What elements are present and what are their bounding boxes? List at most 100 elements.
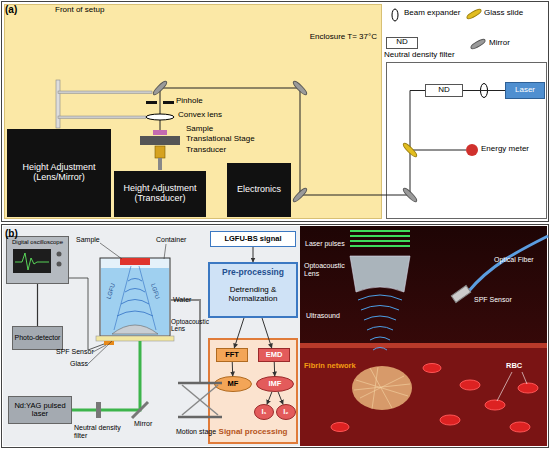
rbc-symbol — [518, 383, 538, 393]
legend-text: Neutral density filter — [384, 51, 455, 60]
laser-pulse — [350, 235, 410, 237]
connector — [278, 392, 283, 404]
label-text: Mirror — [134, 420, 152, 428]
ellipse-node: MF — [214, 376, 252, 392]
node-text: Pre-processing — [210, 268, 296, 277]
ellipse-node: IMF — [256, 376, 294, 392]
label-text: Fibrin network — [304, 362, 356, 370]
node-text: MF — [228, 380, 239, 388]
laser-pulse — [350, 240, 410, 242]
node-text: Electronics — [237, 185, 281, 195]
node-text: Enclosure T= 37°C — [245, 33, 377, 42]
label-text: Ultrasound — [306, 312, 340, 320]
connector — [262, 318, 272, 348]
legend-text: Glass slide — [484, 9, 523, 18]
process-box: FFT — [216, 348, 248, 362]
node-text: Photo-detector — [15, 334, 61, 342]
energy-meter-symbol — [466, 144, 478, 156]
oscilloscope-screen — [13, 249, 51, 273]
laser-beam — [160, 88, 425, 195]
optical-fiber — [468, 236, 548, 292]
mirror-symbol — [132, 402, 148, 418]
node-text: Front of setup — [55, 6, 165, 15]
oscilloscope-box: Digital oscilloscope — [6, 236, 69, 284]
node-text: IMF — [269, 380, 282, 388]
stage-bar — [178, 416, 222, 419]
rbc-symbol — [485, 400, 505, 410]
ellipse-shape — [215, 377, 252, 392]
connector — [253, 247, 254, 262]
illustration-background — [300, 226, 547, 446]
label-text: Sample — [186, 125, 213, 134]
filter-box: ND — [425, 84, 463, 97]
leader-line — [522, 372, 527, 384]
legend-text: Mirror — [489, 39, 510, 48]
water-symbol — [101, 268, 169, 335]
laser-beam — [410, 150, 466, 151]
leader-line — [497, 372, 512, 401]
ellipse-shape — [255, 405, 274, 420]
label-text: SPF Sensor — [56, 348, 94, 356]
label-text: RBC — [506, 362, 522, 370]
blood-vessel — [300, 345, 547, 446]
processing-box: Signal processingFFTEMDMFIMFI₁I₂ — [208, 338, 298, 444]
laser-pulse — [350, 245, 410, 247]
label-text: Optical Fiber — [494, 256, 534, 264]
rbc-symbol — [460, 380, 480, 390]
sample-symbol — [120, 258, 150, 265]
clot-symbol — [352, 366, 412, 410]
label-text: LGFU — [105, 283, 116, 300]
label-text: SPF Sensor — [474, 296, 512, 304]
ultrasound-cone — [114, 266, 131, 330]
rbc-symbol — [440, 415, 460, 425]
laser-box: Laser — [505, 82, 545, 99]
label-text: Glass — [70, 360, 88, 368]
ellipse-shape — [277, 405, 296, 420]
legend-sample — [470, 38, 486, 50]
glass-symbol — [96, 336, 174, 341]
node-text: Detrending & Normalization — [213, 286, 293, 304]
legend-text: Beam expander — [404, 9, 460, 18]
pinhole-symbol — [163, 101, 174, 104]
ultrasound-wave — [358, 295, 402, 350]
ellipse-node: I₂ — [276, 404, 296, 420]
label-text: (b) — [5, 228, 18, 239]
label-text: Transducer — [186, 146, 226, 155]
connector — [232, 362, 233, 376]
rbc-symbol — [510, 422, 530, 432]
laser-box: Nd:YAG pulsed laser — [8, 396, 72, 424]
leader-line — [93, 345, 106, 352]
label-text: Pinhole — [176, 97, 203, 106]
scissor-link — [182, 385, 218, 415]
container-symbol — [100, 258, 170, 336]
adjustment-box: Height Adjustment (Lens/Mirror) — [7, 129, 111, 217]
vessel-wall — [300, 343, 547, 348]
panel-frame — [2, 225, 549, 448]
preprocessing-box: Pre-processingDetrending & Normalization — [208, 262, 298, 318]
sample-symbol — [153, 130, 167, 135]
support-rod — [158, 158, 162, 170]
mirror-symbol — [402, 187, 418, 203]
connector — [37, 284, 38, 326]
optoacoustic-lens-symbol — [112, 325, 158, 334]
fibrin-strand — [354, 367, 410, 409]
leader-line — [164, 244, 166, 259]
filter-symbol — [96, 402, 101, 418]
label-text: Sample — [76, 236, 100, 244]
signal-trace — [15, 253, 49, 270]
legend-sample — [466, 8, 482, 20]
beam-expander-symbol — [481, 84, 488, 98]
mirror-symbol — [292, 80, 308, 96]
leader-line — [100, 243, 122, 259]
label-text: Laser pulses — [305, 240, 345, 248]
transducer-symbol — [155, 146, 165, 158]
knob-symbol — [57, 252, 62, 257]
ultrasound-wave — [117, 279, 153, 317]
label-text: Optoacoustic Lens — [171, 318, 207, 332]
support-arm — [58, 91, 152, 94]
node-text: ND — [438, 86, 450, 95]
node-text: Height Adjustment (Transducer) — [117, 184, 203, 204]
